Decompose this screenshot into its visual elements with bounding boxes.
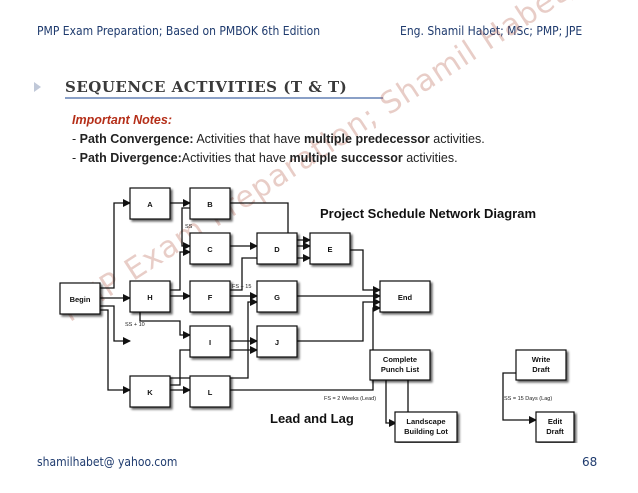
label-a: A (147, 200, 153, 209)
header-right: Eng. Shamil Habet; MSc; PMP; JPE (400, 24, 583, 38)
label-edit-draft: Draft (546, 427, 564, 436)
node-e (309, 232, 351, 265)
title-underline (65, 97, 383, 99)
title-bullet-icon (34, 82, 41, 92)
page-number: 68 (582, 455, 598, 469)
label-i: I (209, 338, 211, 347)
node-c (189, 232, 231, 265)
note-dash: - (72, 151, 80, 165)
node-write-draft (515, 349, 567, 381)
label-landscape: Landscape (406, 417, 445, 426)
node-boxes (59, 187, 575, 443)
slide-title: SEQUENCE ACTIVITIES (T & T) (65, 78, 348, 96)
label-building-lot: Building Lot (404, 427, 448, 436)
label-c: C (207, 245, 213, 254)
node-labels: Begin A B C D E H F G End I J K L Comple… (70, 200, 565, 436)
relation-fs15: FS + 15 (232, 284, 251, 290)
label-begin: Begin (70, 295, 91, 304)
node-h (129, 280, 171, 313)
node-d (256, 232, 298, 265)
network-diagram: Project Schedule Network Diagram Lead an… (59, 187, 575, 443)
node-complete-punch-list (369, 349, 431, 381)
label-g: G (274, 293, 280, 302)
note-item-divergence: - Path Divergence:Activities that have m… (72, 149, 485, 168)
label-write: Write (532, 355, 551, 364)
note-text-end: activities. (402, 151, 458, 165)
label-d: D (274, 245, 280, 254)
node-f (189, 280, 231, 313)
network-title: Project Schedule Network Diagram (320, 206, 536, 221)
label-complete: Complete (383, 355, 417, 364)
important-notes: Important Notes: - Path Convergence: Act… (72, 111, 485, 168)
note-text-end: activities. (429, 132, 485, 146)
label-punch-list: Punch List (381, 365, 420, 374)
label-k: K (147, 388, 153, 397)
label-e: E (327, 245, 332, 254)
note-term: Path Convergence: (79, 132, 194, 146)
label-end: End (398, 293, 413, 302)
relation-ss: SS (185, 224, 193, 230)
relation-labels: SS FS + 15 SS + 10 FS = 2 Weeks (Lead) S… (125, 224, 552, 402)
label-b: B (207, 200, 213, 209)
node-g (256, 280, 298, 313)
label-j: J (275, 338, 279, 347)
relation-ss-lag: SS = 15 Days (Lag) (504, 396, 552, 402)
label-draft: Draft (532, 365, 550, 374)
note-emphasis: multiple predecessor (304, 132, 430, 146)
node-i (189, 325, 231, 358)
label-h: H (147, 293, 152, 302)
node-l (189, 375, 231, 408)
node-k (129, 375, 171, 408)
node-b (189, 187, 231, 220)
lead-lag-title: Lead and Lag (270, 411, 354, 426)
label-f: F (208, 293, 213, 302)
node-landscape-building-lot (394, 411, 458, 443)
note-item-convergence: - Path Convergence: Activities that have… (72, 130, 485, 149)
note-term: Path Divergence: (79, 151, 182, 165)
note-emphasis: multiple successor (289, 151, 403, 165)
header-left: PMP Exam Preparation; Based on PMBOK 6th… (37, 24, 321, 38)
node-edit-draft (535, 411, 575, 443)
note-text: Activities that have (181, 151, 290, 165)
relation-fs-lead: FS = 2 Weeks (Lead) (324, 396, 376, 402)
label-edit: Edit (548, 417, 563, 426)
note-text: Activities that have (193, 132, 305, 146)
label-l: L (208, 388, 213, 397)
relation-ss10: SS + 10 (125, 322, 145, 328)
note-dash: - (72, 132, 80, 146)
node-begin (59, 282, 101, 315)
node-end (379, 280, 431, 313)
footer-email: shamilhabet@ yahoo.com (37, 455, 178, 469)
node-a (129, 187, 171, 220)
node-j (256, 325, 298, 358)
notes-heading: Important Notes: (72, 113, 172, 127)
